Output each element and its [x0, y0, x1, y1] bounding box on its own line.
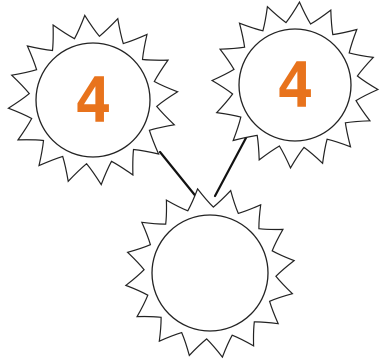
right-number-text: 4 [276, 49, 313, 122]
left-number-text: 4 [74, 64, 111, 137]
left-flower: 4 [8, 15, 177, 184]
left-connector-line [160, 152, 198, 199]
right-connector-line [215, 136, 247, 196]
bottom-flower [126, 189, 294, 357]
right-flower: 4 [212, 2, 378, 168]
bottom-total-circle[interactable] [152, 215, 268, 331]
